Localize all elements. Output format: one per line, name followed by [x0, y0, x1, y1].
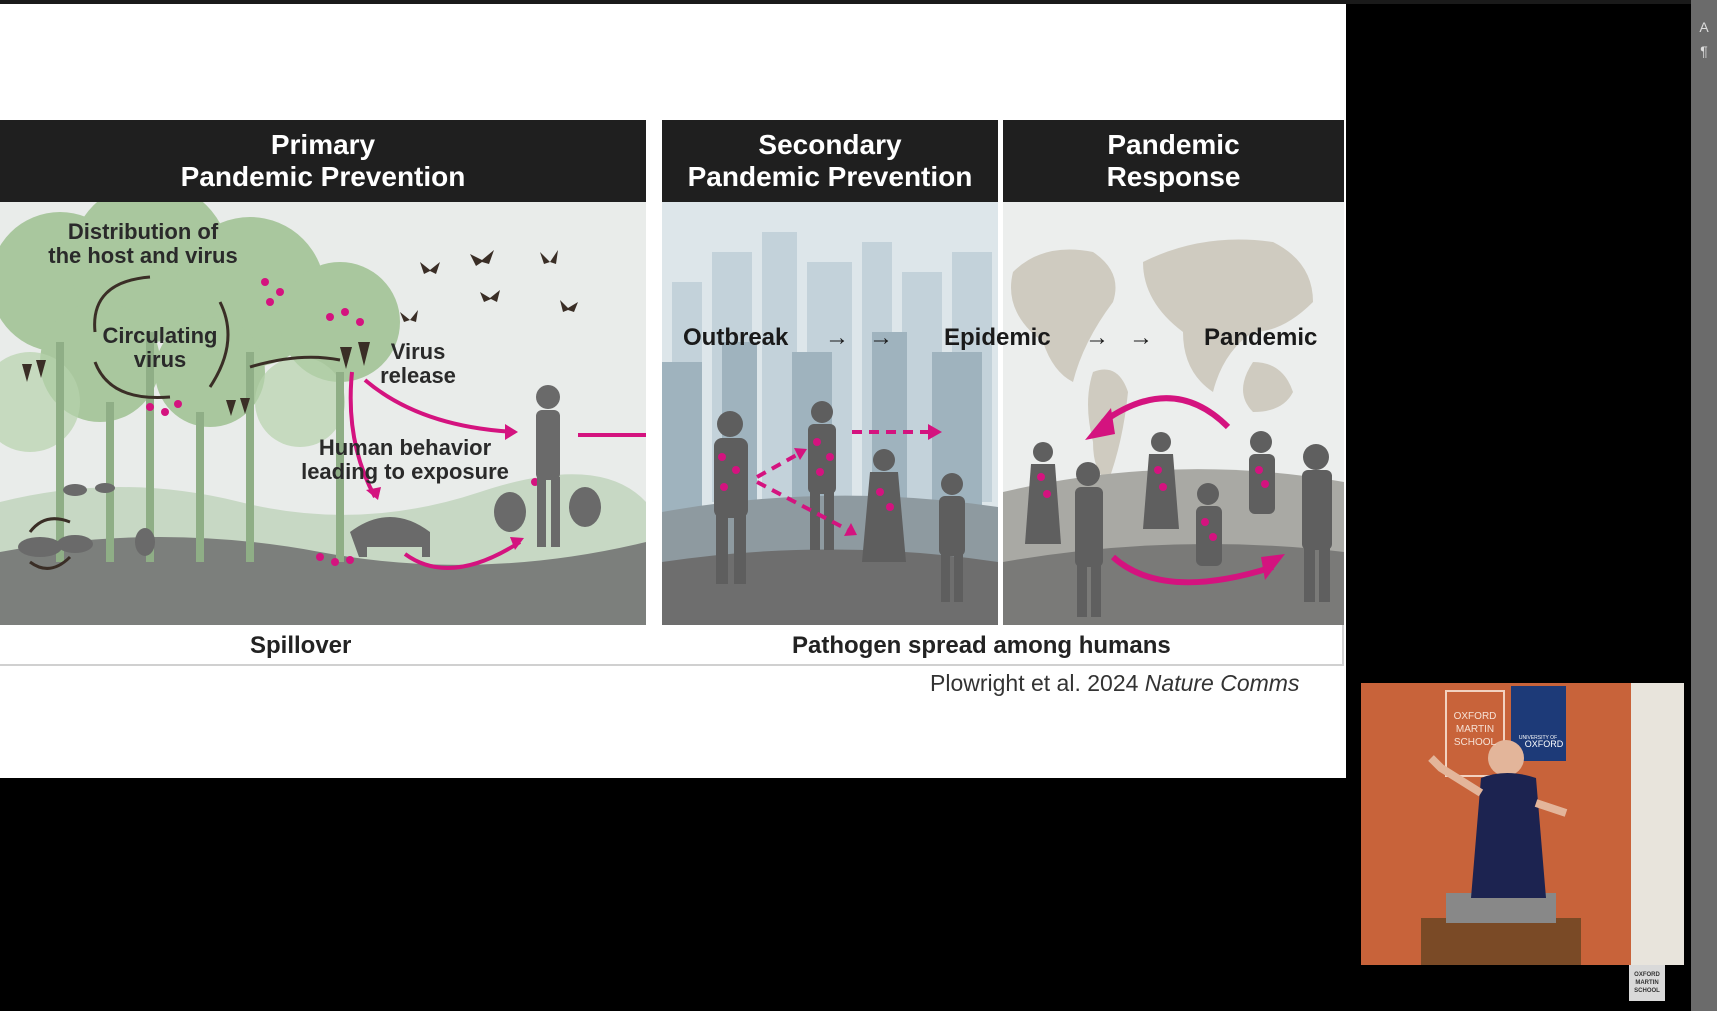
webcam-banner2-line1: UNIVERSITY OF	[1519, 735, 1557, 741]
presentation-slide: Primary Pandemic Prevention	[0, 4, 1346, 778]
label-epidemic: Epidemic	[944, 324, 1051, 351]
label-distribution: Distribution of the host and virus	[48, 219, 238, 268]
label-pandemic: Pandemic	[1204, 324, 1318, 351]
pandemic-figure: Primary Pandemic Prevention	[0, 120, 1346, 666]
oxford-martin-logo: OXFORD MARTIN SCHOOL	[1629, 965, 1665, 1001]
panel-secondary-prevention: Secondary Pandemic Prevention	[662, 120, 998, 625]
right-scrollbar[interactable]	[1691, 0, 1717, 1011]
label-virus-release: Virus release	[380, 339, 456, 388]
outbreak-illustration	[662, 202, 998, 625]
panel-title-line1: Pandemic	[1107, 129, 1240, 160]
panel-primary-prevention: Primary Pandemic Prevention	[0, 120, 646, 625]
stage-arrows-2: → →	[1085, 324, 1154, 351]
caption-spillover: Spillover	[250, 632, 352, 659]
panel-title-line2: Pandemic Prevention	[180, 161, 466, 192]
panel-header-primary: Primary Pandemic Prevention	[0, 120, 646, 202]
webcam-banner1-line2: MARTIN	[1456, 724, 1494, 735]
panel-title-line2: Response	[1106, 161, 1241, 192]
speaker-video-frame: OXFORD MARTIN SCHOOL UNIVERSITY OF OXFOR…	[1361, 683, 1684, 965]
webcam-banner2-line2: OXFORD	[1525, 739, 1564, 749]
panel-header-secondary: Secondary Pandemic Prevention	[662, 120, 998, 202]
webcam-banner1-line3: SCHOOL	[1454, 737, 1497, 748]
paragraph-icon[interactable]: ¶	[1700, 43, 1708, 59]
stage-arrows-1: → →	[825, 324, 894, 351]
caption-right-border	[1342, 625, 1344, 666]
panel-header-response: Pandemic Response	[1003, 120, 1344, 202]
speaker-webcam: OXFORD MARTIN SCHOOL UNIVERSITY OF OXFOR…	[1361, 683, 1684, 965]
citation: Plowright et al. 2024 Nature Comms	[930, 670, 1300, 696]
panel-title-line1: Secondary	[758, 129, 902, 160]
caption-pathogen-spread: Pathogen spread among humans	[792, 632, 1171, 659]
webcam-banner1-line1: OXFORD	[1454, 711, 1497, 722]
panel-title-line2: Pandemic Prevention	[687, 161, 973, 192]
label-circulating-virus: Circulating virus	[102, 323, 218, 372]
label-human-behavior: Human behavior leading to exposure	[301, 435, 509, 484]
caption-underline	[0, 664, 1344, 666]
label-outbreak: Outbreak	[683, 324, 789, 351]
panel-pandemic-response: Pandemic Response	[1003, 120, 1344, 625]
font-tool-icon[interactable]: A	[1699, 19, 1709, 35]
spillover-illustration	[0, 202, 646, 625]
panel-title-line1: Primary	[270, 129, 376, 160]
pandemic-illustration	[1003, 202, 1344, 625]
window-top-bar	[0, 0, 1717, 4]
